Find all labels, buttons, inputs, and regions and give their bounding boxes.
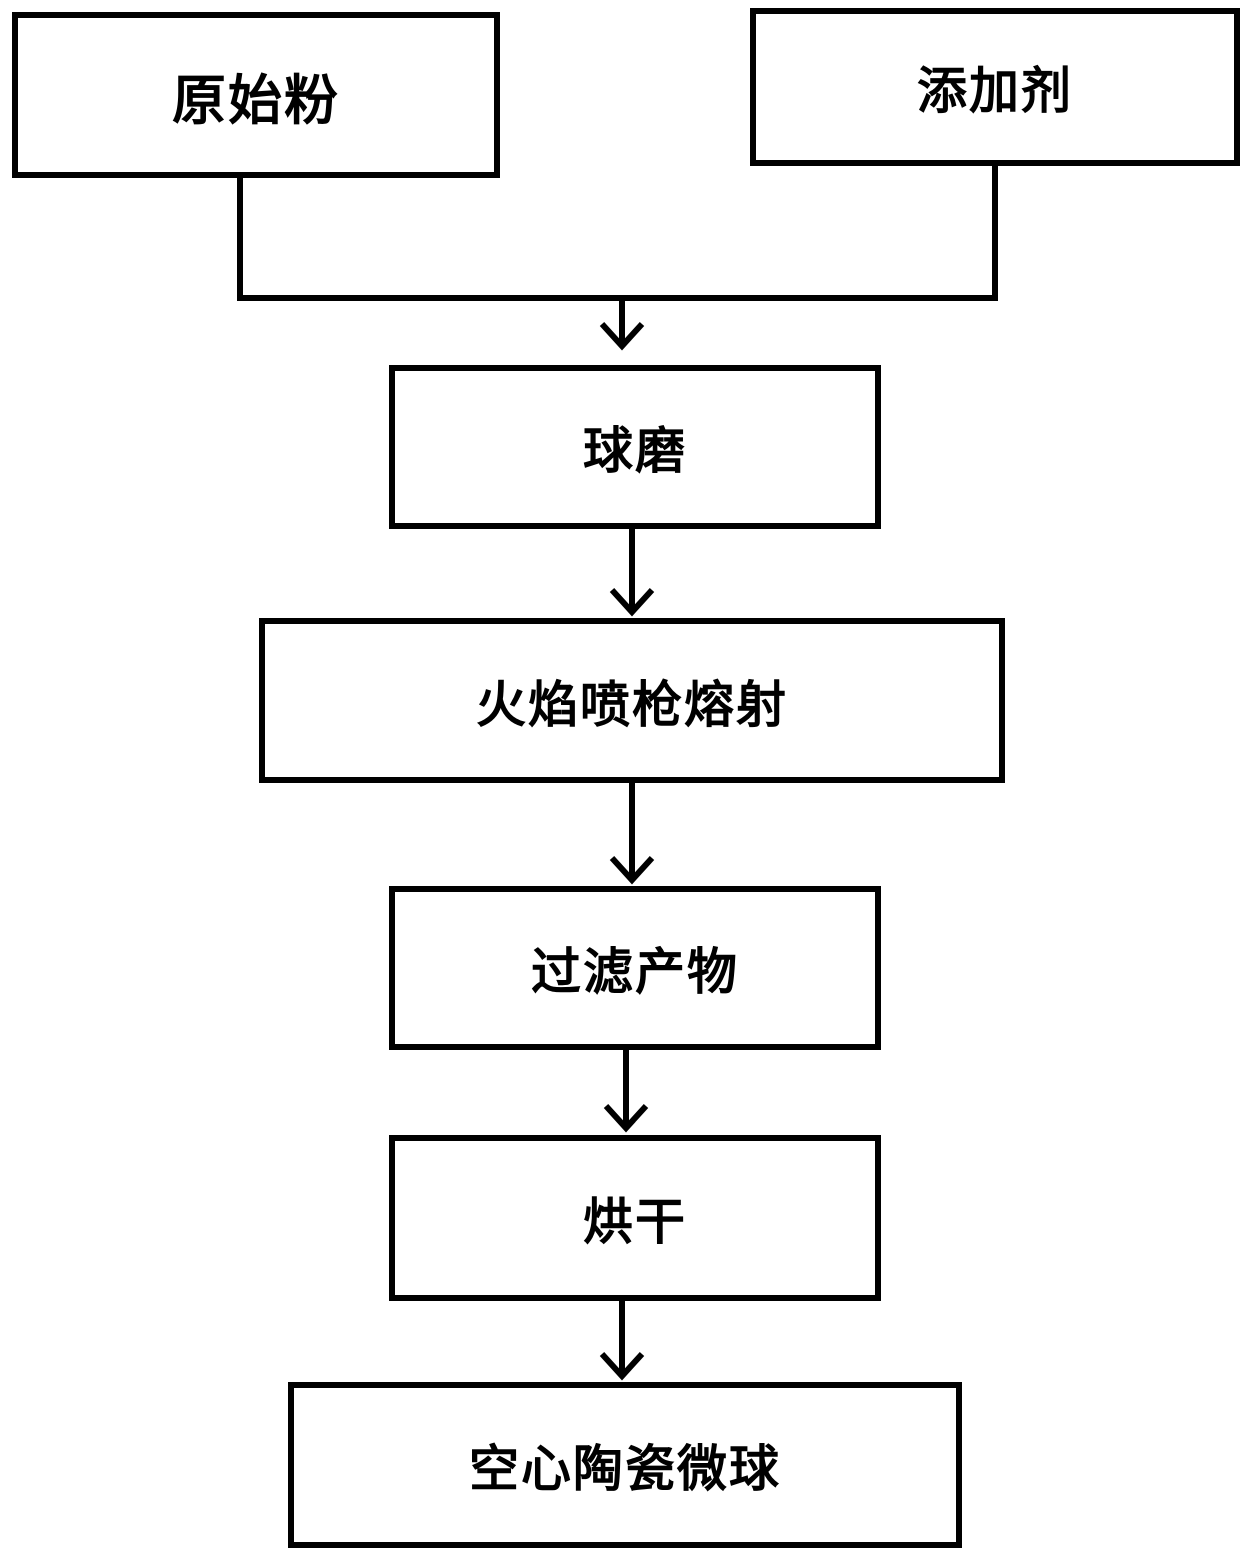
arrowhead-to-hollow-microspheres bbox=[599, 1351, 645, 1381]
node-additive-label: 添加剂 bbox=[917, 62, 1073, 120]
node-hollow-microspheres: 空心陶瓷微球 bbox=[288, 1382, 962, 1548]
node-ball-mill-label: 球磨 bbox=[583, 422, 687, 480]
connector-raw-powder bbox=[237, 178, 622, 301]
node-flame-spray-label: 火焰喷枪熔射 bbox=[476, 675, 788, 734]
arrowhead-to-filter-product bbox=[609, 855, 655, 885]
arrowhead-to-drying bbox=[603, 1103, 649, 1133]
node-raw-powder-label: 原始粉 bbox=[172, 68, 340, 132]
arrowhead-to-flame-spray bbox=[609, 587, 655, 617]
node-hollow-microspheres-label: 空心陶瓷微球 bbox=[469, 1440, 781, 1498]
arrowhead-to-ball-mill bbox=[599, 321, 645, 351]
node-flame-spray: 火焰喷枪熔射 bbox=[259, 618, 1005, 783]
connector-additive bbox=[622, 165, 998, 301]
node-filter-product-label: 过滤产物 bbox=[531, 943, 739, 1001]
node-filter-product: 过滤产物 bbox=[389, 886, 881, 1050]
node-drying-label: 烘干 bbox=[583, 1193, 687, 1251]
node-additive: 添加剂 bbox=[750, 8, 1240, 166]
node-raw-powder: 原始粉 bbox=[12, 12, 500, 178]
node-drying: 烘干 bbox=[389, 1135, 881, 1301]
node-ball-mill: 球磨 bbox=[389, 365, 881, 529]
